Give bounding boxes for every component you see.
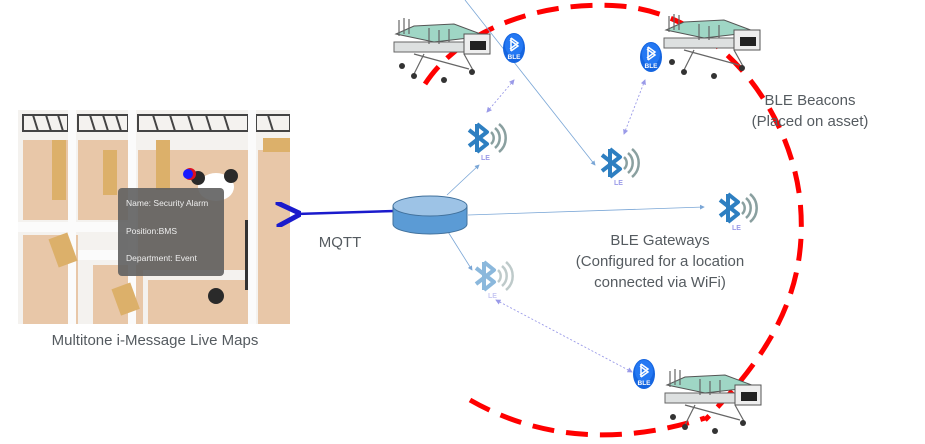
ble-beacon-badge-2[interactable] bbox=[639, 41, 663, 73]
beacons-title: BLE Beacons bbox=[764, 92, 856, 109]
tooltip-position: Position:BMS bbox=[126, 226, 178, 236]
ble-gateway-icon-3[interactable] bbox=[718, 192, 759, 234]
asset-marker[interactable] bbox=[183, 169, 193, 179]
gateways-title: BLE Gateways bbox=[610, 232, 710, 249]
ble-beacon-badge-1[interactable] bbox=[502, 32, 526, 64]
hospital-bed-icon-2 bbox=[663, 13, 761, 80]
hospital-bed-icon-1 bbox=[393, 17, 491, 84]
ble-gateway-icon-4[interactable] bbox=[474, 260, 515, 302]
gateways-line2: connected via WiFi) bbox=[594, 274, 726, 291]
zone-boundary-lower bbox=[468, 397, 706, 438]
server-gateway-links bbox=[444, 0, 705, 271]
message-server-icon[interactable] bbox=[392, 195, 468, 235]
beacons-subtitle: (Placed on asset) bbox=[751, 113, 869, 130]
ble-gateway-icon-1[interactable] bbox=[467, 122, 508, 164]
windows bbox=[22, 114, 290, 132]
shelves bbox=[48, 138, 290, 316]
ble-gateway-icon-2[interactable] bbox=[600, 147, 641, 189]
tooltip-name: Name: Security Alarm bbox=[126, 198, 209, 208]
zone-boundary-upper bbox=[422, 2, 804, 422]
mqtt-link-arrow bbox=[296, 211, 396, 214]
map-caption: Multitone i-Message Live Maps bbox=[51, 332, 259, 349]
glass-partition bbox=[245, 220, 248, 290]
live-map-panel[interactable]: Name: Security Alarm Position:BMS Depart… bbox=[18, 110, 290, 324]
gateways-line1: (Configured for a location bbox=[575, 253, 745, 270]
chairs bbox=[191, 169, 238, 304]
asset-tooltip: Name: Security Alarm Position:BMS Depart… bbox=[118, 188, 224, 276]
mqtt-label: MQTT bbox=[318, 234, 362, 251]
ble-beacon-badge-3[interactable] bbox=[632, 358, 656, 390]
beacon-gateway-links bbox=[486, 79, 646, 373]
tooltip-department: Department: Event bbox=[126, 253, 197, 263]
